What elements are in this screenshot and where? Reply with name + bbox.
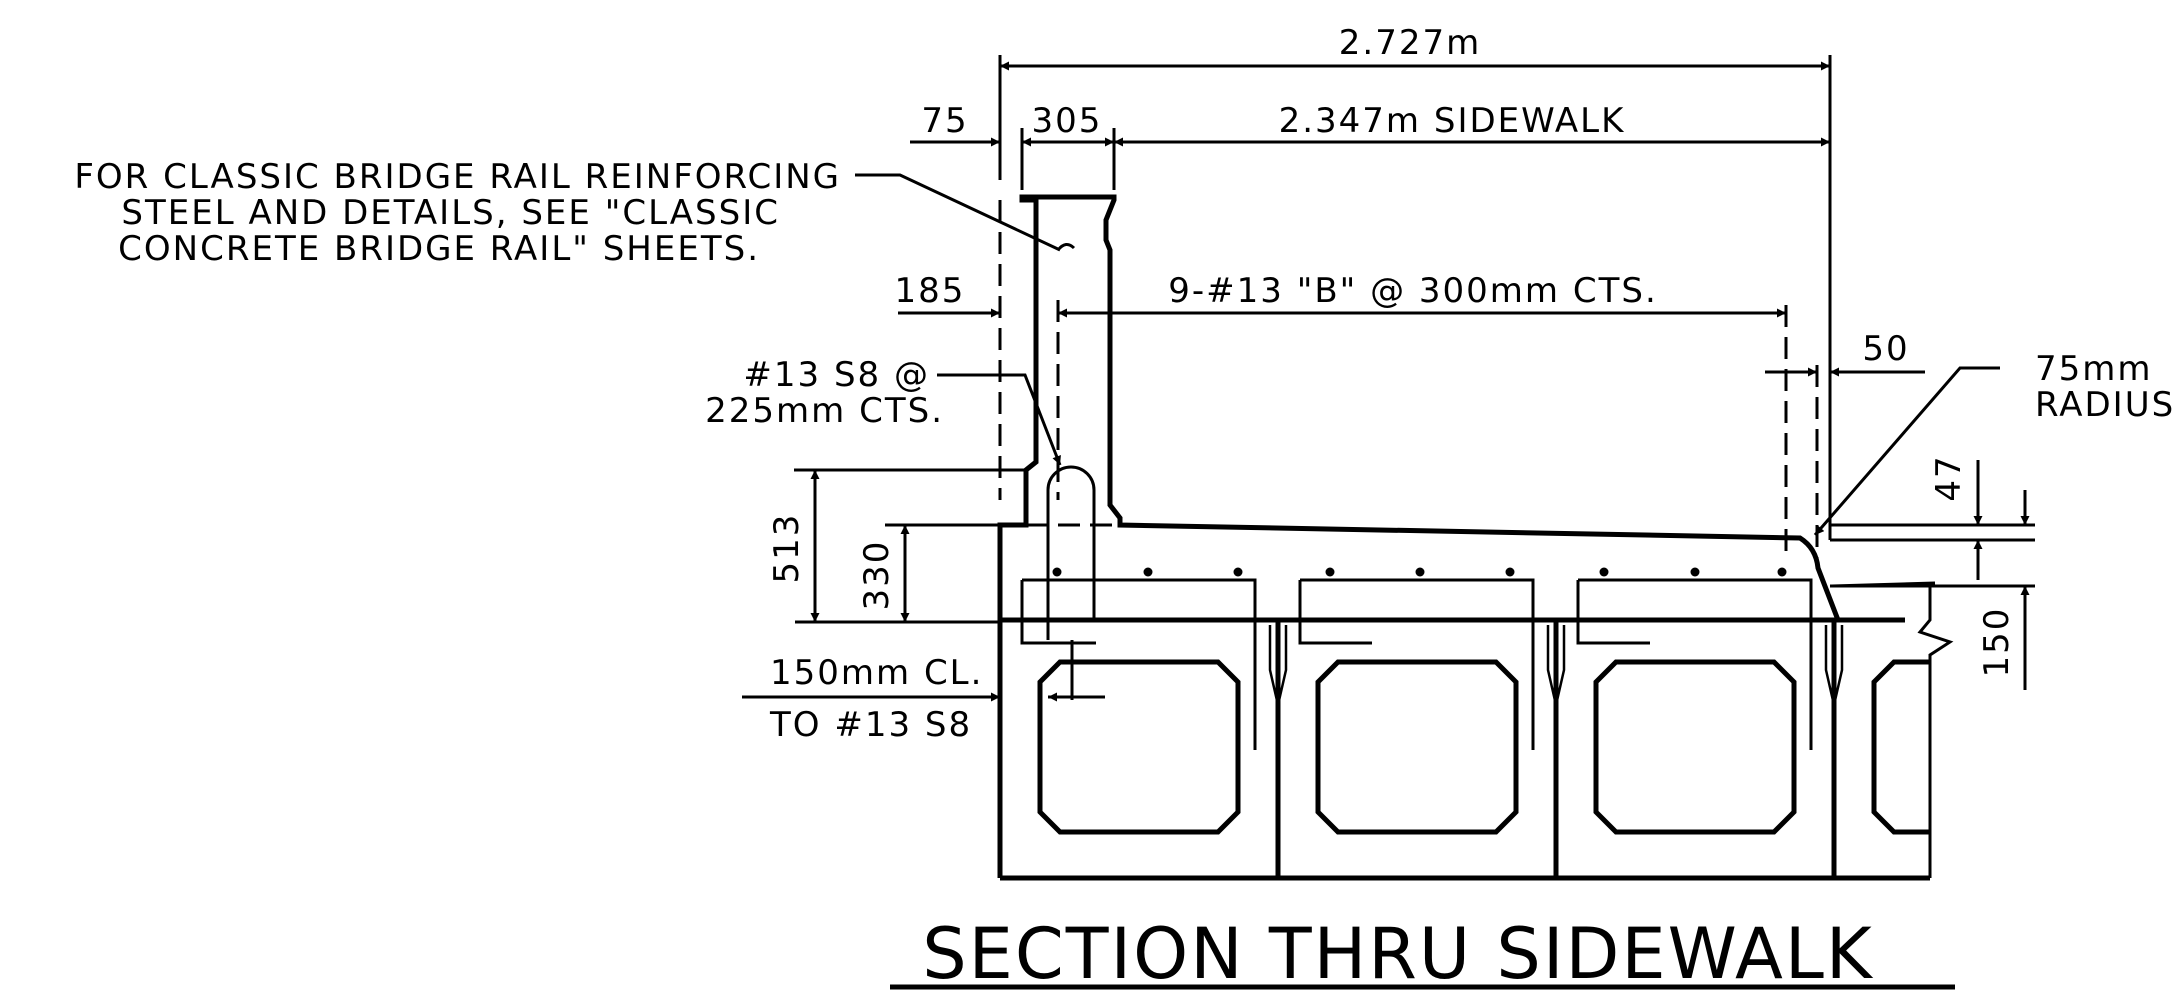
- note-radius: 75mm RADIUS: [2035, 349, 2175, 425]
- note-cl-line-1: 150mm CL.: [770, 653, 983, 693]
- note-s8-line-2: 225mm CTS.: [705, 391, 944, 431]
- dim-sidewalk: 2.347m SIDEWALK: [1279, 101, 1626, 141]
- note-s8-line-1: #13 S8 @: [743, 355, 930, 395]
- note-classic-rail: FOR CLASSIC BRIDGE RAIL REINFORCING STEE…: [74, 157, 841, 269]
- dim-185: 185: [895, 271, 966, 311]
- note-radius-line-2: RADIUS: [2035, 385, 2175, 425]
- box-beams: [997, 585, 1954, 881]
- extension-lines: [998, 55, 1832, 560]
- dim-513: 513: [767, 513, 807, 584]
- dim-bars: 9-#13 "B" @ 300mm CTS.: [1168, 271, 1658, 311]
- note-clearance: 150mm CL. TO #13 S8: [769, 653, 983, 745]
- note-rail-line-2: STEEL AND DETAILS, SEE "CLASSIC: [121, 193, 780, 233]
- dim-47: 47: [1929, 454, 1969, 501]
- dim-overall: 2.727m: [1339, 23, 1481, 63]
- parapet-outline: [997, 194, 1841, 621]
- note-rail-line-3: CONCRETE BRIDGE RAIL" SHEETS.: [118, 229, 760, 269]
- dim-50: 50: [1862, 329, 1909, 369]
- note-cl-line-2: TO #13 S8: [769, 705, 972, 745]
- dim-75: 75: [921, 101, 968, 141]
- note-s8: #13 S8 @ 225mm CTS.: [705, 355, 944, 431]
- dimension-lines: [742, 61, 2035, 702]
- note-radius-line-1: 75mm: [2035, 349, 2153, 389]
- note-rail-line-1: FOR CLASSIC BRIDGE RAIL REINFORCING: [74, 157, 841, 197]
- dim-305: 305: [1032, 101, 1103, 141]
- drawing-title: SECTION THRU SIDEWALK: [922, 913, 1874, 993]
- reinforcement: [1020, 465, 1813, 750]
- leader-lines: [855, 173, 2000, 536]
- dim-330: 330: [857, 540, 897, 611]
- dim-150: 150: [1977, 607, 2017, 678]
